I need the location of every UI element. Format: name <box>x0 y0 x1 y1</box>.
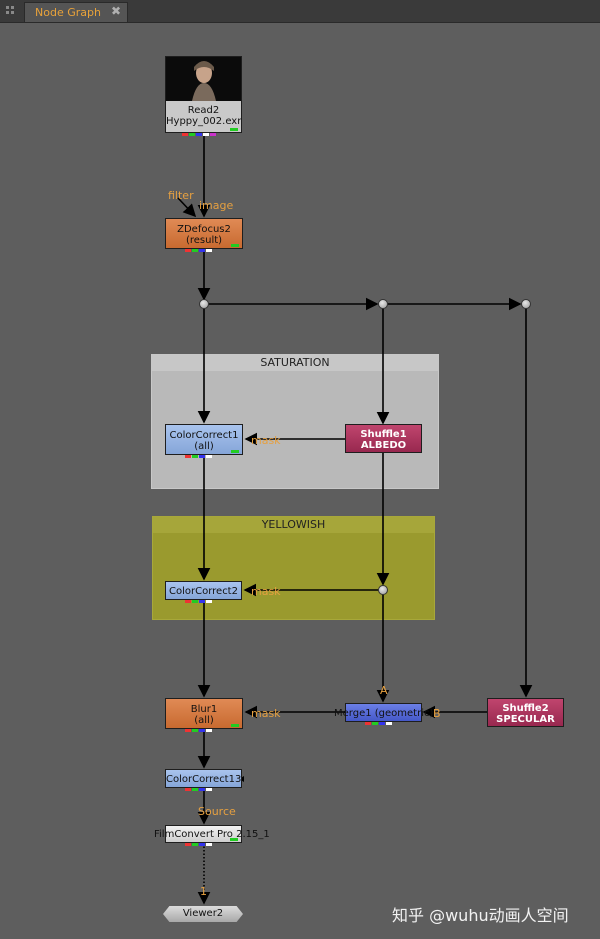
node-blur1-title: Blur1 <box>190 704 218 715</box>
node-merge1-title: Merge1 (geometric) <box>334 708 434 719</box>
panel-tab-bar: Node Graph ✖ <box>0 0 600 23</box>
channel-indicator <box>349 717 409 725</box>
node-blur1[interactable]: Blur1 (all) <box>165 698 243 732</box>
dot-node[interactable] <box>378 299 388 309</box>
node-read2[interactable]: Read2 Hyppy_002.exr <box>165 56 242 136</box>
input-label-b: B <box>433 707 441 720</box>
node-zdefocus2-subtitle: (result) <box>185 235 223 246</box>
input-label-mask: mask <box>251 707 281 720</box>
channel-indicator <box>230 838 238 841</box>
channel-indicator <box>231 450 239 453</box>
watermark: 知乎 @wuhu动画人空间 <box>392 906 569 925</box>
node-filmconvert[interactable]: FilmConvert Pro 2.15_1 <box>154 825 270 846</box>
node-colorcorrect2[interactable]: ColorCorrect2 <box>165 581 242 603</box>
node-filmconvert-title: FilmConvert Pro 2.15_1 <box>154 829 270 840</box>
channel-indicator <box>169 450 229 458</box>
node-thumbnail <box>166 57 241 101</box>
node-shuffle1-subtitle: ALBEDO <box>360 440 407 451</box>
channel-indicator <box>230 128 238 131</box>
channel-indicator <box>169 128 229 136</box>
node-shuffle1-title: Shuffle1 <box>360 429 407 440</box>
input-label-image: image <box>199 199 234 212</box>
channel-indicator <box>169 724 229 732</box>
node-viewer2[interactable]: Viewer2 <box>163 906 243 922</box>
dot-node[interactable] <box>199 299 209 309</box>
panel-grip-icon[interactable] <box>5 5 17 17</box>
dot-node[interactable] <box>521 299 531 309</box>
node-shuffle1[interactable]: Shuffle1 ALBEDO <box>345 424 422 453</box>
input-label-a: A <box>380 684 388 697</box>
node-colorcorrect13-title: ColorCorrect13 <box>166 774 242 785</box>
channel-indicator <box>169 838 229 846</box>
tab-node-graph-label: Node Graph <box>35 6 101 19</box>
node-colorcorrect13[interactable]: ColorCorrect13 <box>165 769 242 791</box>
close-icon[interactable]: ✖ <box>111 4 122 18</box>
backdrop-saturation-label: SATURATION <box>152 355 438 371</box>
channel-indicator <box>169 595 229 603</box>
node-shuffle2[interactable]: Shuffle2 SPECULAR <box>487 698 564 727</box>
input-label-1: 1 <box>200 885 207 898</box>
node-colorcorrect1-title: ColorCorrect1 <box>169 430 239 441</box>
node-colorcorrect1[interactable]: ColorCorrect1 (all) <box>165 424 243 458</box>
channel-indicator <box>169 783 229 791</box>
node-colorcorrect1-subtitle: (all) <box>194 441 214 452</box>
channel-indicator <box>231 244 239 247</box>
node-zdefocus2[interactable]: ZDefocus2 (result) <box>165 218 243 252</box>
node-read2-title: Read2 <box>187 105 220 116</box>
node-shuffle2-subtitle: SPECULAR <box>496 714 555 725</box>
node-shuffle2-title: Shuffle2 <box>502 703 549 714</box>
node-read2-subtitle: Hyppy_002.exr <box>166 116 242 127</box>
channel-indicator <box>169 244 229 252</box>
input-label-source: Source <box>198 805 236 818</box>
node-colorcorrect2-title: ColorCorrect2 <box>169 586 238 597</box>
input-label-mask: mask <box>251 585 281 598</box>
backdrop-yellowish-label: YELLOWISH <box>153 517 434 533</box>
dot-node[interactable] <box>378 585 388 595</box>
tab-node-graph[interactable]: Node Graph ✖ <box>24 2 128 22</box>
channel-indicator <box>231 724 239 727</box>
node-blur1-subtitle: (all) <box>194 715 214 726</box>
input-label-mask: mask <box>251 434 281 447</box>
input-label-filter: filter <box>168 189 194 202</box>
node-zdefocus2-title: ZDefocus2 <box>177 224 231 235</box>
node-merge1[interactable]: Merge1 (geometric) <box>334 703 433 725</box>
